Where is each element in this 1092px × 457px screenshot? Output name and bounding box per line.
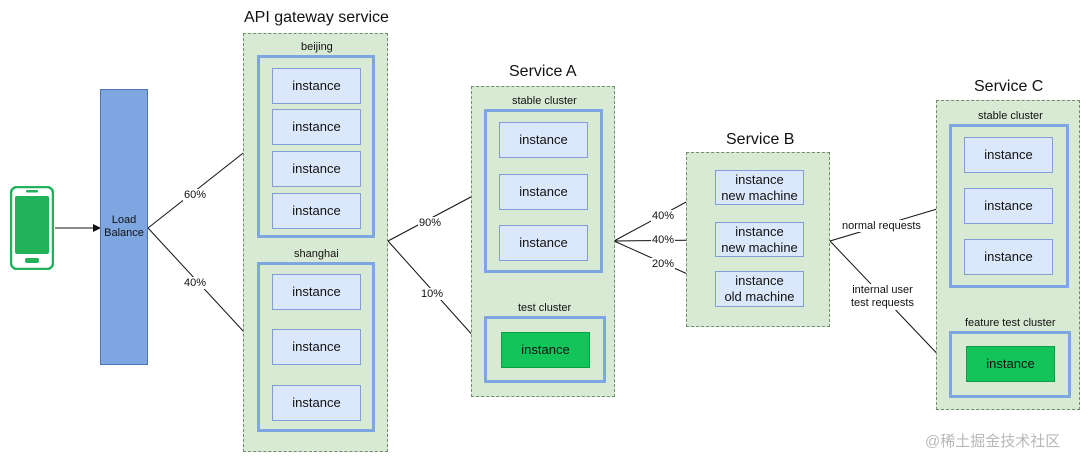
beijing-instance-3: instance (272, 151, 361, 187)
load-balancer-label-line1: Load (111, 214, 137, 226)
service-c-stable-label: stable cluster (978, 110, 1043, 122)
service-c-feature-instance: instance (966, 346, 1055, 382)
service-b-instance-2: instance new machine (715, 222, 804, 257)
beijing-instance-1: instance (272, 68, 361, 104)
watermark: @稀土掘金技术社区 (925, 433, 1061, 450)
edge-label-a-b3: 20% (651, 258, 676, 270)
service-c-stable-cluster (949, 124, 1069, 288)
smartphone-icon (10, 186, 54, 270)
gateway-title: API gateway service (244, 9, 389, 26)
shanghai-instance-2: instance (272, 329, 361, 365)
service-c-stable-instance-1: instance (964, 137, 1053, 173)
edge-label-b-c-internal-line1: internal user (852, 284, 913, 296)
service-a-stable-instance-2: instance (499, 174, 588, 210)
edge-label-lb-shanghai: 40% (183, 277, 208, 289)
service-a-stable-cluster (484, 109, 603, 273)
edge-label-lb-beijing: 60% (183, 189, 208, 201)
service-a-test-instance: instance (501, 332, 590, 368)
service-a-test-label: test cluster (518, 302, 572, 314)
lb-to-beijing-arrow (147, 142, 257, 229)
beijing-instance-2: instance (272, 109, 361, 145)
service-a-test-cluster (484, 316, 606, 383)
service-b-instance-2-name: instance (735, 223, 784, 239)
service-b-instance-1: instance new machine (715, 170, 804, 205)
edge-label-gw-stable: 90% (418, 217, 443, 229)
edge-label-a-b2: 40% (651, 234, 676, 246)
shanghai-instance-3: instance (272, 385, 361, 421)
service-b-instance-3-type: old machine (724, 289, 795, 304)
beijing-label: beijing (301, 41, 333, 53)
service-c-stable-instance-2: instance (964, 188, 1053, 224)
service-c-feature-cluster (949, 331, 1071, 398)
service-b-instance-1-name: instance (735, 171, 784, 187)
gw-to-stable-a-arrow (387, 189, 485, 242)
edge-label-b-c-internal: internal user test requests (850, 284, 915, 310)
load-balancer-label-line2: Balance (104, 227, 144, 239)
service-b-instance-1-type: new machine (721, 187, 798, 203)
service-a-title: Service A (509, 63, 577, 80)
edge-label-b-c-internal-line2: test requests (851, 297, 914, 309)
shanghai-cluster (257, 262, 375, 432)
edge-label-b-c-normal: normal requests (841, 220, 922, 232)
service-a-stable-instance-3: instance (499, 225, 588, 261)
service-b-instance-3: instance old machine (715, 271, 804, 307)
edge-label-gw-test: 10% (420, 288, 445, 300)
service-c-stable-instance-3: instance (964, 239, 1053, 275)
service-a-stable-label: stable cluster (512, 95, 577, 107)
shanghai-label: shanghai (294, 248, 339, 260)
beijing-instance-4: instance (272, 193, 361, 229)
service-c-title: Service C (974, 78, 1044, 95)
service-b-instance-2-type: new machine (721, 239, 798, 255)
load-balancer: Load Balance (100, 89, 148, 365)
edge-label-a-b1: 40% (651, 210, 676, 222)
service-c-feature-label: feature test cluster (965, 317, 1056, 329)
service-a-stable-instance-1: instance (499, 122, 588, 158)
beijing-cluster (257, 55, 375, 238)
service-b-instance-3-name: instance (735, 273, 784, 288)
service-b-title: Service B (726, 131, 795, 148)
shanghai-instance-1: instance (272, 274, 361, 310)
